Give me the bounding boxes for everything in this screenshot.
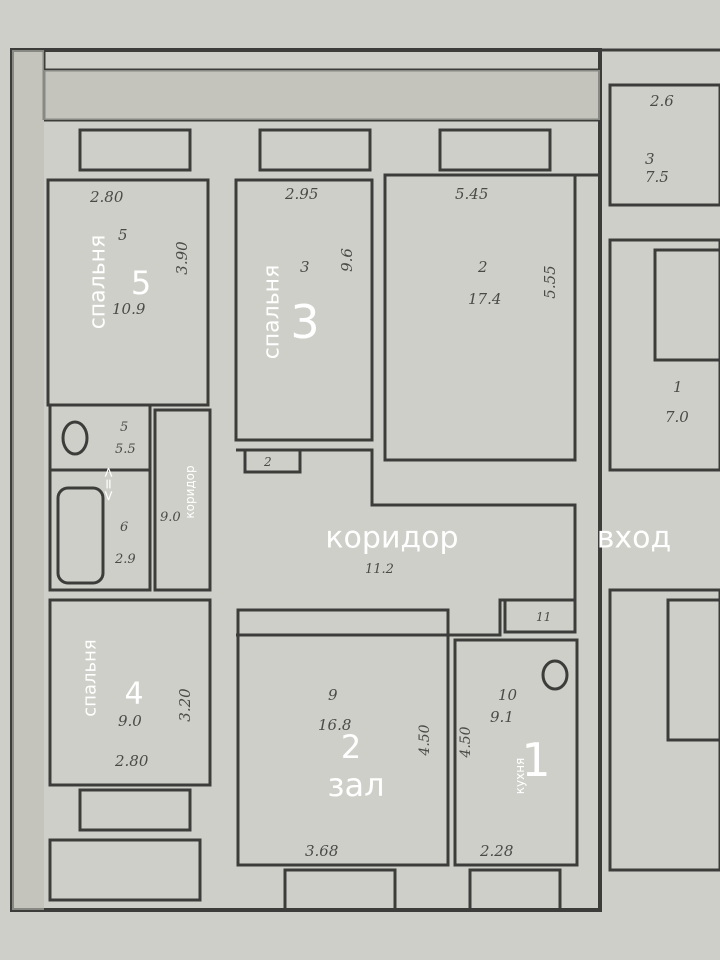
label-bedroom-3: спальня bbox=[259, 264, 285, 360]
dim-w2top: 5.45 bbox=[455, 185, 489, 203]
window-top-3 bbox=[438, 128, 552, 172]
label-bedroom-3-num: 3 bbox=[290, 295, 320, 349]
dim-r11: 11 bbox=[536, 610, 552, 624]
right-inner-box bbox=[666, 598, 720, 742]
dim-r1: 1 bbox=[673, 378, 683, 396]
label-kitchen-num: 1 bbox=[521, 733, 551, 787]
dim-h9: 4.50 bbox=[417, 724, 433, 756]
dim-a2top: 17.4 bbox=[468, 290, 502, 308]
room-2-top bbox=[383, 173, 577, 462]
dim-c90: 9.0 bbox=[160, 510, 181, 525]
room-corridor bbox=[236, 448, 577, 637]
dim-w5: 2.80 bbox=[90, 188, 124, 206]
dim-h5: 3.90 bbox=[173, 241, 191, 275]
label-bedroom-5: спальня bbox=[85, 234, 111, 330]
room-bath-bottom bbox=[48, 468, 152, 592]
label-bedroom-5-num: 5 bbox=[130, 264, 152, 302]
window-bottom-left bbox=[78, 788, 192, 832]
label-bedroom-4: спальня bbox=[79, 639, 101, 717]
dim-r2s: 2 bbox=[264, 455, 272, 469]
dim-bath5: 5 bbox=[120, 420, 129, 435]
dim-w4: 2.80 bbox=[115, 752, 149, 770]
room-right-bottom bbox=[608, 588, 720, 872]
label-bedroom-4-num: 4 bbox=[124, 676, 144, 712]
dim-h2top: 5.55 bbox=[541, 265, 559, 299]
dim-wtop: 2.6 bbox=[650, 92, 674, 110]
room-small-corridor bbox=[153, 408, 212, 592]
dim-a10: 9.1 bbox=[490, 708, 514, 726]
dim-h10: 4.50 bbox=[458, 726, 474, 758]
closet-11 bbox=[503, 598, 577, 634]
label-living: зал bbox=[327, 766, 385, 804]
dim-h4: 3.20 bbox=[176, 688, 194, 722]
dim-r10: 10 bbox=[498, 686, 518, 704]
dim-w9: 3.68 bbox=[305, 842, 339, 860]
window-bottom-1 bbox=[283, 868, 397, 912]
dim-b29: 2.9 bbox=[115, 552, 136, 567]
dim-atop: 7.5 bbox=[645, 168, 669, 186]
room-right-inner bbox=[653, 248, 720, 362]
closet-2 bbox=[243, 448, 302, 474]
window-bottom-2 bbox=[468, 868, 562, 912]
dim-cor: 11.2 bbox=[365, 562, 394, 577]
window-top-1 bbox=[78, 128, 192, 172]
label-living-num: 2 bbox=[340, 728, 362, 766]
sink bbox=[541, 659, 569, 691]
dim-r4: 9.0 bbox=[118, 712, 142, 730]
dim-rtop: 3 bbox=[645, 150, 655, 168]
dim-a3: 9.6 bbox=[338, 248, 356, 272]
bathtub bbox=[56, 486, 105, 585]
room-bedroom-3 bbox=[234, 178, 374, 442]
label-small-corridor: коридор bbox=[183, 465, 197, 519]
dim-r5: 5 bbox=[118, 226, 128, 244]
room-bedroom-4 bbox=[48, 598, 212, 787]
dim-bath55: 5.5 bbox=[115, 442, 136, 457]
dim-w3: 2.95 bbox=[285, 185, 319, 203]
bottom-left-block bbox=[48, 838, 202, 902]
room-right-top bbox=[608, 83, 720, 207]
room-right-mid bbox=[608, 238, 720, 472]
label-corridor: коридор bbox=[325, 520, 459, 556]
room-living bbox=[236, 608, 450, 867]
dim-a1: 7.0 bbox=[665, 408, 689, 426]
dim-r2top: 2 bbox=[478, 258, 488, 276]
dim-r9: 9 bbox=[328, 686, 338, 704]
dim-w10: 2.28 bbox=[480, 842, 514, 860]
dim-a5: 10.9 bbox=[112, 300, 146, 318]
dim-r3: 3 bbox=[300, 258, 310, 276]
dim-b6: 6 bbox=[120, 520, 129, 535]
label-entrance: вход bbox=[596, 520, 672, 556]
label-arrows: <=> bbox=[101, 466, 117, 502]
window-top-2 bbox=[258, 128, 372, 172]
room-kitchen bbox=[453, 638, 579, 867]
dim-a9: 16.8 bbox=[318, 716, 352, 734]
toilet bbox=[61, 420, 89, 456]
